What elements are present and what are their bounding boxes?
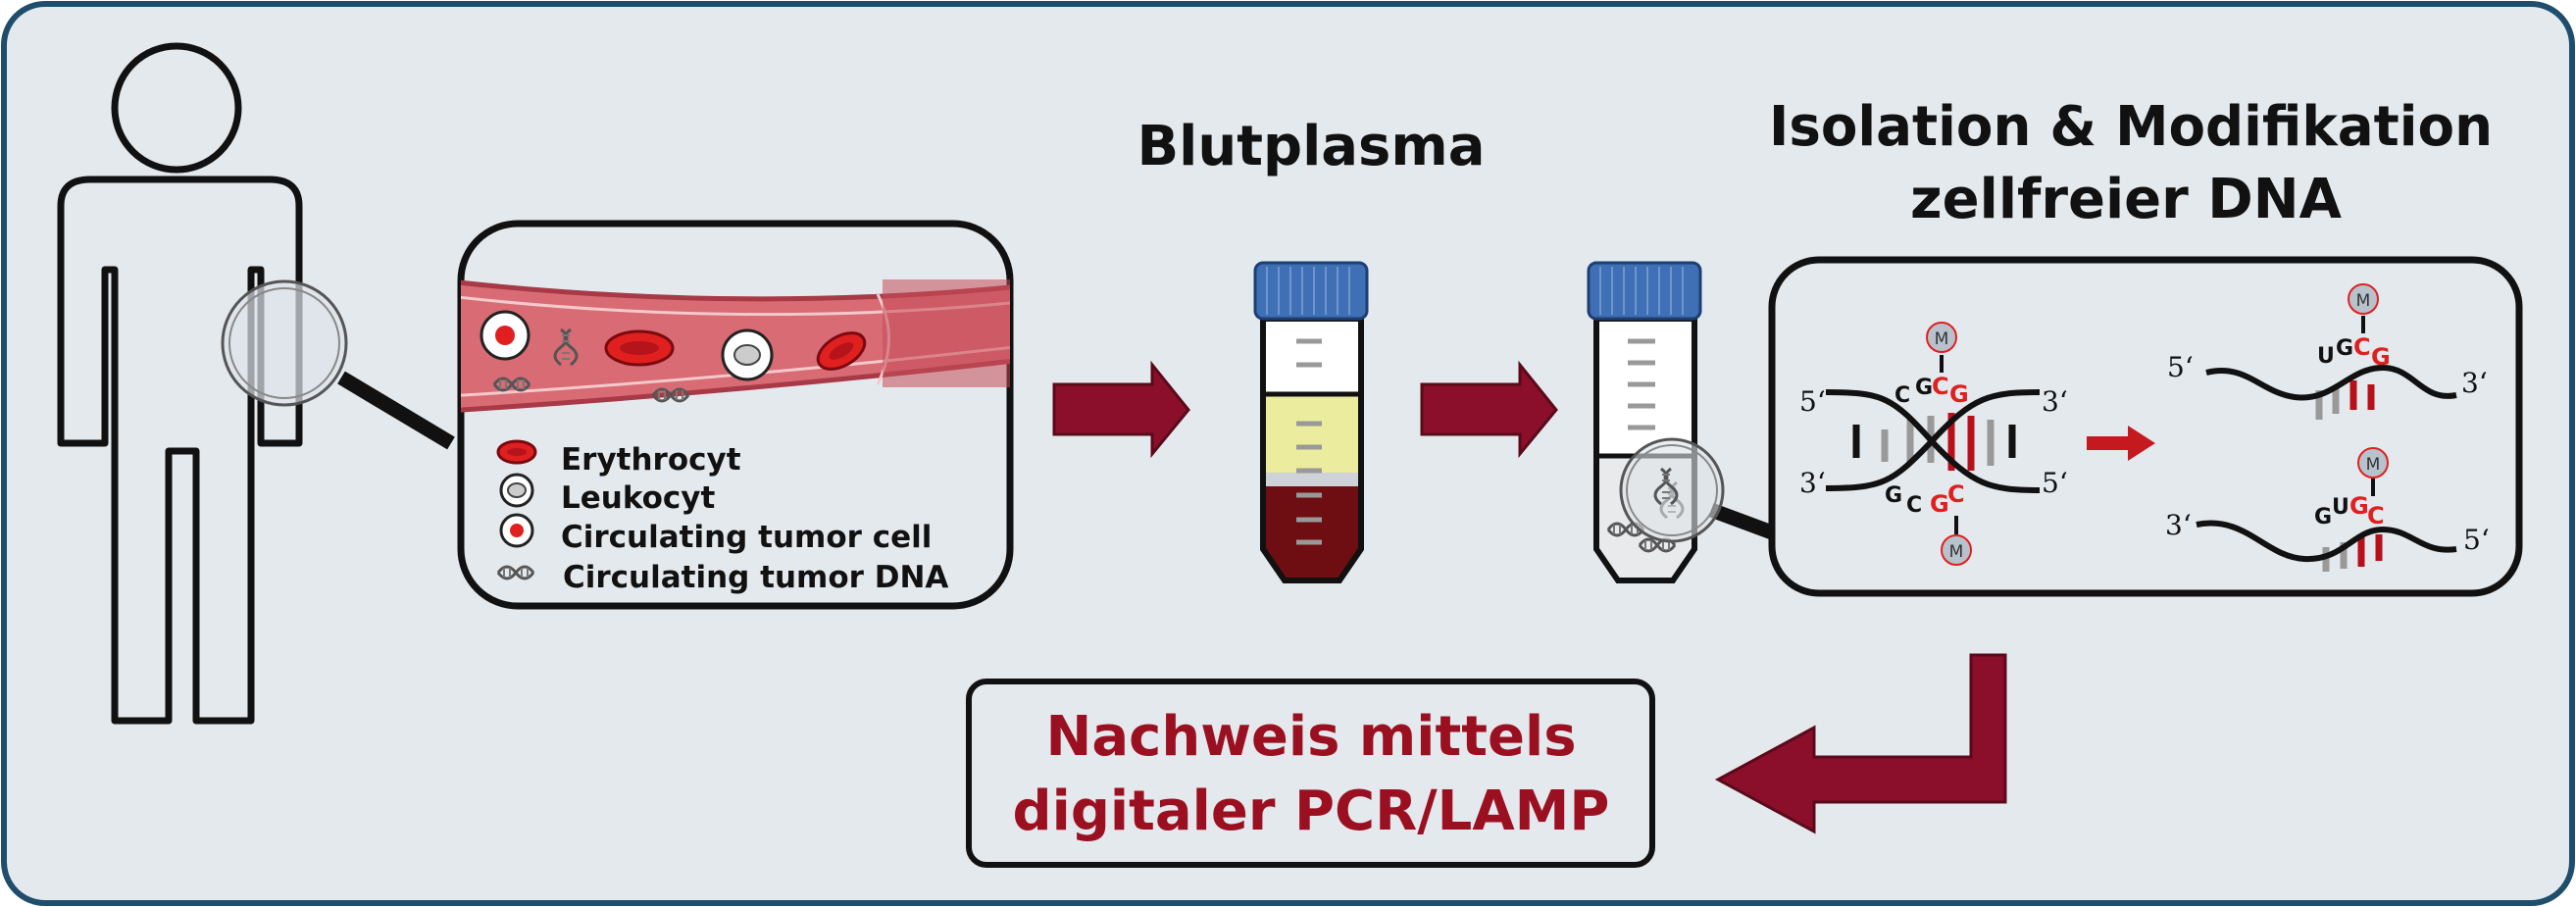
result-line2: digitaler PCR/LAMP bbox=[1013, 780, 1610, 843]
legend-label: Circulating tumor cell bbox=[561, 520, 932, 555]
base-label: G bbox=[1885, 483, 1902, 508]
dna-tube-icon bbox=[1587, 261, 1702, 583]
blood-tube-icon bbox=[1253, 261, 1369, 583]
base-label: G bbox=[2314, 505, 2332, 529]
methyl-mark-icon bbox=[2348, 283, 2379, 315]
methyl-mark-icon bbox=[1926, 322, 1957, 353]
methyl-label: M bbox=[2366, 455, 2381, 475]
leukocyte-in-vessel-icon bbox=[721, 328, 774, 381]
legend-label: Leukocyt bbox=[561, 480, 716, 516]
dna-modification-panel: 5‘ 3‘ 3‘ 5‘ C G C G M G C G C M bbox=[1768, 256, 2523, 597]
dna-end-label: 3‘ bbox=[1799, 467, 1826, 499]
result-box: Nachweis mittels digitaler PCR/LAMP bbox=[966, 679, 1655, 868]
legend-item-tumor-cell: Circulating tumor cell bbox=[499, 513, 932, 555]
single-strand-upper-icon bbox=[2205, 364, 2457, 420]
tube-cap-icon bbox=[1253, 261, 1369, 321]
dna-end-label: 3‘ bbox=[2461, 367, 2488, 399]
tumor-cell-in-vessel-icon bbox=[480, 310, 530, 361]
methyl-label: M bbox=[1935, 329, 1949, 349]
dna-end-label: 5‘ bbox=[2463, 524, 2490, 556]
isolation-title-line1: Isolation & Modifikation bbox=[1769, 95, 2493, 159]
base-label: U bbox=[2332, 495, 2349, 520]
human-figure-icon bbox=[57, 42, 303, 725]
erythrocyte-in-vessel-icon bbox=[816, 331, 867, 371]
legend: Erythrocyt Leukocyt Circulating tumor ce… bbox=[496, 439, 948, 595]
plasma-title: Blutplasma bbox=[1136, 115, 1485, 178]
dna-end-label: 5‘ bbox=[2167, 351, 2194, 383]
legend-item-tumor-dna: Circulating tumor DNA bbox=[496, 560, 948, 595]
elbow-arrow-icon bbox=[1714, 653, 2007, 834]
tube-cap-icon bbox=[1587, 261, 1702, 321]
methyl-label: M bbox=[1949, 542, 1964, 562]
methyl-label: M bbox=[2356, 291, 2371, 311]
base-label: C bbox=[2367, 502, 2385, 529]
legend-label: Circulating tumor DNA bbox=[563, 560, 948, 595]
single-strand-lower-icon bbox=[2196, 520, 2457, 572]
blood-vessel-panel: Erythrocyt Leukocyt Circulating tumor ce… bbox=[457, 220, 1014, 610]
arrow-right-icon bbox=[1420, 360, 1558, 459]
dna-end-label: 5‘ bbox=[1799, 385, 1826, 418]
base-label: C bbox=[1932, 373, 1949, 400]
base-label: G bbox=[2336, 336, 2353, 361]
base-label: G bbox=[1949, 380, 1969, 408]
base-label: C bbox=[1894, 383, 1910, 408]
result-line1: Nachweis mittels bbox=[1045, 705, 1576, 769]
base-label: C bbox=[1947, 480, 1965, 508]
dna-end-label: 5‘ bbox=[2042, 467, 2068, 499]
legend-label: Erythrocyt bbox=[561, 442, 741, 478]
base-label: G bbox=[2371, 343, 2391, 371]
legend-item-erythrocyte: Erythrocyt bbox=[496, 439, 741, 478]
dna-end-label: 3‘ bbox=[2165, 509, 2192, 541]
methyl-mark-icon bbox=[1941, 534, 1972, 566]
methyl-mark-icon bbox=[2357, 447, 2389, 479]
erythrocyte-in-vessel-icon bbox=[604, 329, 675, 367]
double-helix-icon bbox=[1825, 389, 2041, 493]
base-label: G bbox=[1915, 376, 1933, 400]
magnifier-body-icon bbox=[221, 279, 455, 450]
base-label: G bbox=[1930, 490, 1949, 518]
isolation-title-line2: zellfreier DNA bbox=[1910, 168, 2343, 231]
dna-end-label: 3‘ bbox=[2042, 385, 2068, 418]
arrow-right-small-icon bbox=[2087, 426, 2155, 461]
legend-item-leukocyte: Leukocyt bbox=[499, 473, 716, 516]
base-label: C bbox=[1906, 493, 1922, 518]
base-label: U bbox=[2317, 344, 2335, 369]
arrow-right-icon bbox=[1052, 360, 1190, 459]
base-label: G bbox=[2349, 492, 2369, 520]
base-label: C bbox=[2353, 333, 2371, 361]
